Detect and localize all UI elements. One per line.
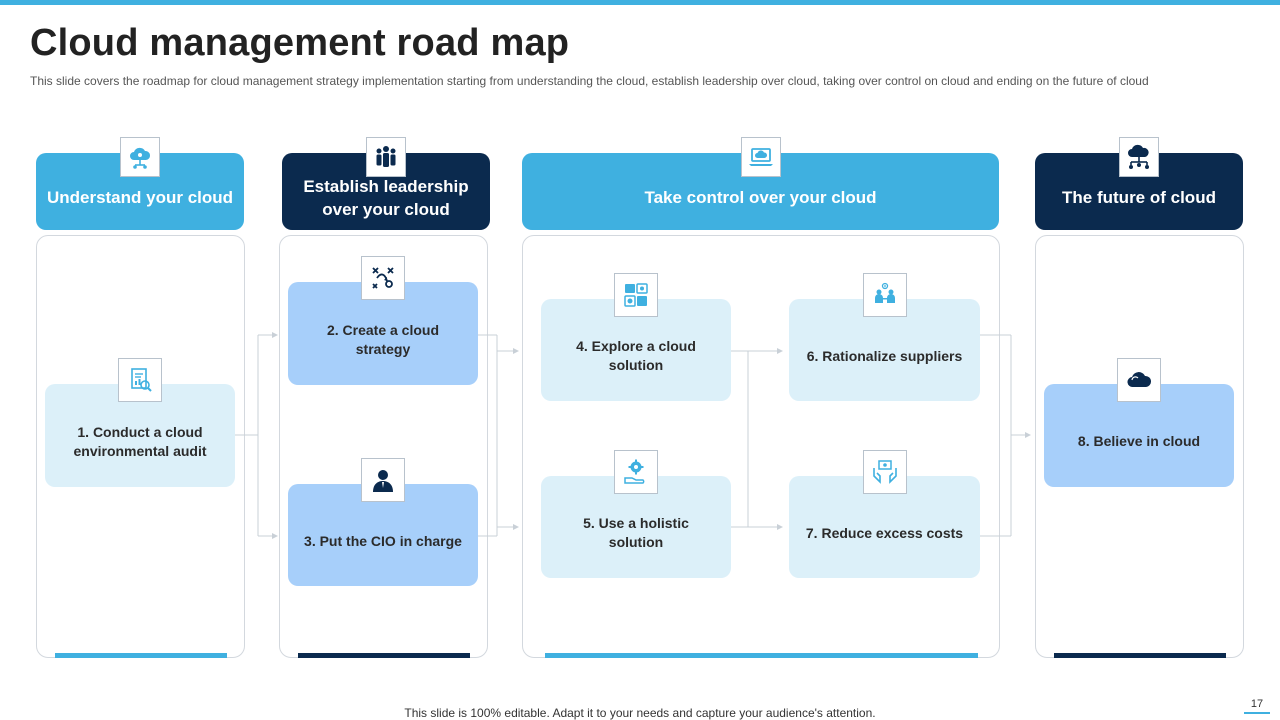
step-card-8: 8. Believe in cloud [1044, 384, 1234, 487]
slide-subtitle: This slide covers the roadmap for cloud … [30, 74, 1149, 88]
phase-3-underline [545, 653, 978, 658]
audit-report-icon [118, 358, 162, 402]
cloud-laptop-icon [741, 137, 781, 177]
phase-header-1: Understand your cloud [36, 153, 244, 230]
page-number: 17 [1250, 698, 1264, 710]
team-leader-icon [366, 137, 406, 177]
hands-money-icon [863, 450, 907, 494]
executive-icon [361, 458, 405, 502]
phase-1-underline [55, 653, 227, 658]
cloud-network-icon [120, 137, 160, 177]
phase-2-underline [298, 653, 470, 658]
cloud-icon [1117, 358, 1161, 402]
top-accent-bar [0, 0, 1280, 5]
slide-footer: This slide is 100% editable. Adapt it to… [404, 706, 876, 720]
page-number-underline [1244, 712, 1270, 714]
meeting-icon [863, 273, 907, 317]
slide-title: Cloud management road map [30, 22, 570, 64]
cloud-hierarchy-icon [1119, 137, 1159, 177]
strategy-icon [361, 256, 405, 300]
hand-gear-icon [614, 450, 658, 494]
phase-4-underline [1054, 653, 1226, 658]
dashboard-icon [614, 273, 658, 317]
